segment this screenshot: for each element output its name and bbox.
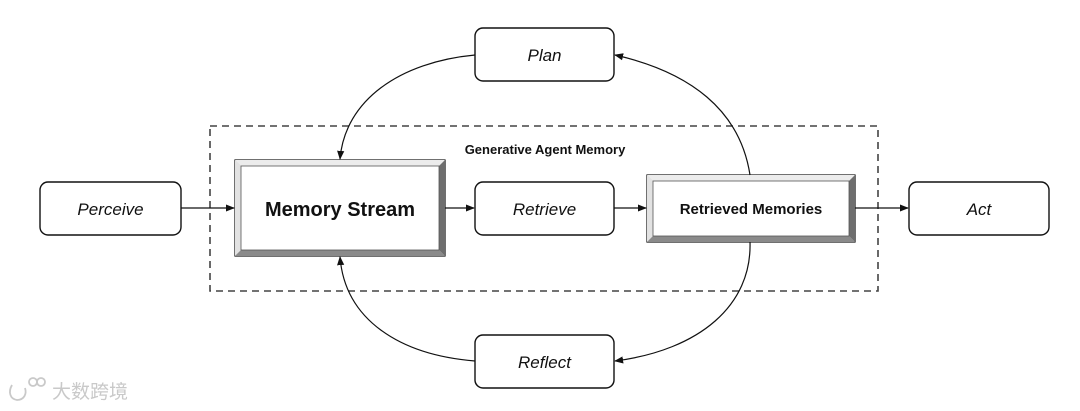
watermark-logo-icon	[9, 377, 46, 401]
arrow-retrieved-memories-to-plan	[614, 53, 751, 176]
memory-stream-label: Memory Stream	[265, 199, 415, 221]
act-node: Act	[908, 181, 1050, 236]
reflect-node: Reflect	[474, 334, 615, 389]
arrow-reflect-to-memory-stream	[337, 256, 476, 362]
plan-label: Plan	[527, 46, 561, 65]
arrow-plan-to-memory-stream	[337, 54, 476, 160]
memory-stream-node: Memory Stream	[234, 159, 446, 257]
arrow-retrieved-memories-to-reflect	[614, 241, 751, 364]
retrieve-node: Retrieve	[474, 181, 615, 236]
retrieve-label: Retrieve	[513, 200, 576, 219]
plan-node: Plan	[474, 27, 615, 82]
retrieved-memories-label: Retrieved Memories	[680, 201, 823, 218]
reflect-label: Reflect	[518, 353, 572, 372]
perceive-node: Perceive	[39, 181, 182, 236]
watermark: 大数跨境	[9, 377, 128, 403]
watermark-text: 大数跨境	[52, 381, 128, 403]
perceive-label: Perceive	[77, 200, 143, 219]
retrieved-memories-node: Retrieved Memories	[646, 174, 856, 243]
container-title: Generative Agent Memory	[465, 142, 626, 157]
act-label: Act	[966, 200, 993, 219]
